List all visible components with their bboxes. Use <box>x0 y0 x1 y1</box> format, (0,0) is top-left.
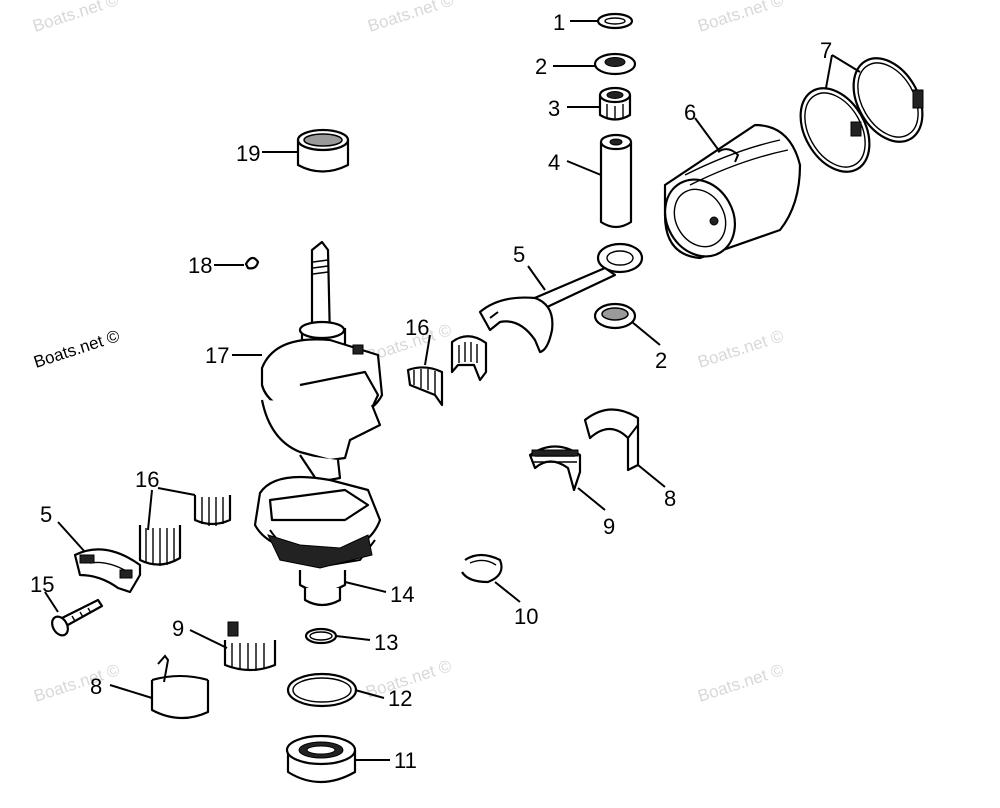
part-bearing-liner <box>223 621 277 672</box>
part-needle-bearing <box>406 335 488 407</box>
callout-9: 9 <box>603 514 615 539</box>
part-bearing-cage-half <box>150 654 210 720</box>
callout-5: 5 <box>40 502 52 527</box>
watermark: Boats.net © <box>695 326 786 372</box>
callout-19: 19 <box>236 141 260 166</box>
watermark: Boats.net © <box>31 660 122 706</box>
callout-16: 16 <box>135 467 159 492</box>
callout-13: 13 <box>374 630 398 655</box>
watermark: Boats.net © <box>365 0 456 36</box>
callout-9: 9 <box>172 616 184 641</box>
callout-8: 8 <box>664 486 676 511</box>
watermark: Boats.net © <box>695 0 786 36</box>
part-rod-cap <box>73 548 142 594</box>
part-thrust-washer <box>593 52 637 76</box>
part-needle-bearing <box>138 495 232 566</box>
watermark: Boats.net © <box>31 326 122 372</box>
part-oil-seal <box>285 734 357 783</box>
callout-2: 2 <box>655 348 667 373</box>
callout-17: 17 <box>205 343 229 368</box>
callout-11: 11 <box>394 748 417 773</box>
callout-16: 16 <box>405 315 429 340</box>
callout-18: 18 <box>188 253 212 278</box>
callout-4: 4 <box>548 150 560 175</box>
leader-lines <box>44 20 861 761</box>
callout-5: 5 <box>513 242 525 267</box>
part-wrist-pin-bearing <box>598 86 632 121</box>
part-retaining-ring <box>596 12 634 30</box>
callout-7: 7 <box>820 38 832 63</box>
callout-12: 12 <box>388 686 412 711</box>
callout-14: 14 <box>390 582 414 607</box>
part-sleeve-bearing <box>296 128 350 173</box>
part-piston-rings <box>799 57 924 173</box>
part-rod-cap-screw <box>51 598 104 637</box>
part-bearing-liner <box>528 445 582 492</box>
watermark: Boats.net © <box>30 0 121 36</box>
part-connecting-rod <box>478 242 644 354</box>
callout-labels: 1 2 3 4 5 6 7 19 18 17 16 2 16 5 15 14 9… <box>30 10 832 773</box>
part-o-ring <box>286 672 358 708</box>
callout-3: 3 <box>548 96 560 121</box>
part-crankshaft <box>253 240 384 607</box>
callout-15: 15 <box>30 572 54 597</box>
watermark: Boats.net © <box>695 660 786 706</box>
callout-10: 10 <box>514 604 538 629</box>
part-woodruff-key <box>244 256 260 270</box>
part-snap-ring <box>461 553 503 584</box>
part-thrust-washer <box>593 302 637 330</box>
part-wrist-pin <box>599 133 633 229</box>
callout-8: 8 <box>90 674 102 699</box>
part-bearing-cage-half <box>583 408 640 472</box>
callout-6: 6 <box>684 100 696 125</box>
part-o-ring <box>304 627 338 645</box>
part-piston <box>663 123 802 260</box>
callout-2: 2 <box>535 54 547 79</box>
callout-1: 1 <box>553 10 565 35</box>
